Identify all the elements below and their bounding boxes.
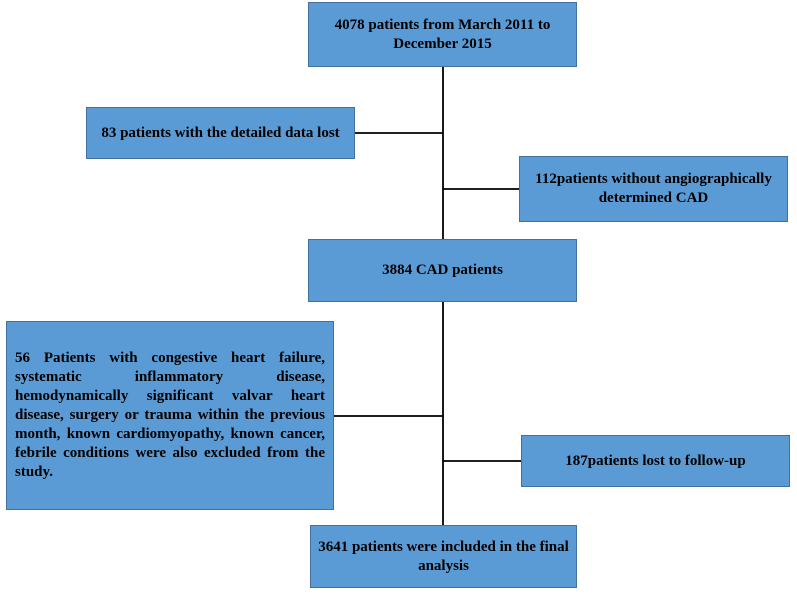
data-lost-box: 83 patients with the detailed data lost — [86, 107, 355, 159]
excluded-conditions-box: 56 Patients with congestive heart failur… — [6, 321, 334, 510]
start-text: 4078 patients from March 2011 to Decembe… — [334, 16, 551, 52]
cad-patients-text: 3884 CAD patients — [382, 262, 503, 278]
lost-followup-text: 187patients lost to follow-up — [565, 452, 746, 469]
start-box: 4078 patients from March 2011 to Decembe… — [308, 2, 577, 67]
excluded-conditions-text: 56 Patients with congestive heart failur… — [15, 350, 325, 480]
final-analysis-box: 3641 patients were included in the final… — [310, 525, 577, 588]
data-lost-text: 83 patients with the detailed data lost — [101, 124, 340, 141]
final-analysis-text: 3641 patients were included in the final… — [318, 538, 569, 574]
cad-patients-box: 3884 CAD patients — [308, 239, 577, 302]
no-cad-box: 112patients without angiographically det… — [519, 156, 788, 222]
lost-followup-box: 187patients lost to follow-up — [521, 435, 790, 487]
no-cad-text: 112patients without angiographically det… — [535, 171, 772, 206]
